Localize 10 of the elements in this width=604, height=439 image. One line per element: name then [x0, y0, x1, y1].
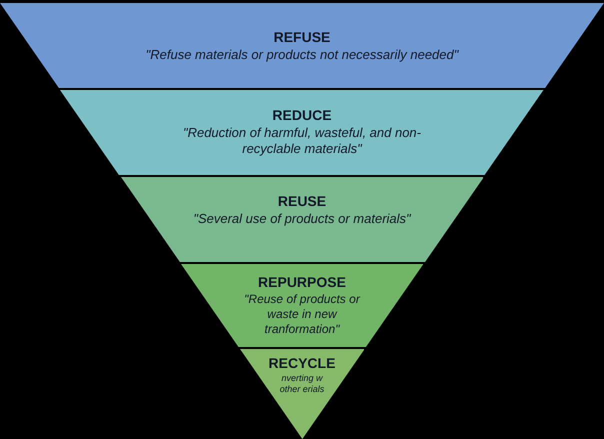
- band-description: "Refuse materials or products not necessarily needed": [146, 46, 458, 63]
- band-heading: REPURPOSE: [258, 274, 346, 292]
- band-heading: REDUCE: [272, 107, 332, 124]
- band-description: "Reuse of products or waste in new tranformation": [243, 292, 362, 336]
- band-heading: RECYCLE: [268, 355, 336, 372]
- band-description: nverting w other erials: [278, 372, 326, 395]
- band-description: "Reduction of harmful, wasteful, and non-recyclable materials": [182, 124, 422, 157]
- band-heading: REUSE: [278, 193, 326, 210]
- band-description: "Several use of products or materials": [193, 210, 411, 227]
- band-heading: REFUSE: [274, 29, 330, 46]
